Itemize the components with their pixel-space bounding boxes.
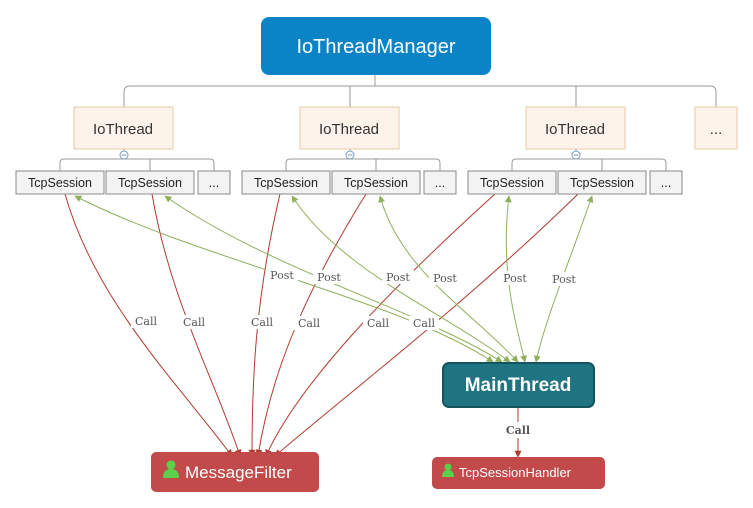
more-sessions-label: ... xyxy=(661,176,671,190)
io-thread-node[interactable]: IoThread xyxy=(299,106,400,150)
tcp-session-node[interactable]: TcpSession xyxy=(241,170,331,195)
session-group: TcpSession TcpSession ... xyxy=(241,170,457,195)
user-icon xyxy=(163,460,179,478)
tcp-session-label: TcpSession xyxy=(344,176,408,190)
root-node[interactable]: IoThreadManager xyxy=(261,17,491,75)
more-sessions-node[interactable]: ... xyxy=(197,170,231,195)
edge-label-call: Call xyxy=(183,316,205,329)
root-label: IoThreadManager xyxy=(297,36,456,58)
more-sessions-label: ... xyxy=(209,176,219,190)
edge-label-post: Post xyxy=(552,273,576,286)
tcp-session-label: TcpSession xyxy=(254,176,318,190)
io-thread-node[interactable]: IoThread xyxy=(73,106,174,150)
tcp-session-node[interactable]: TcpSession xyxy=(331,170,421,195)
edge-label-call: Call xyxy=(135,315,157,328)
tcp-session-label: TcpSession xyxy=(480,176,544,190)
session-group: TcpSession TcpSession ... xyxy=(467,170,683,195)
edge-label-post: Post xyxy=(503,272,527,285)
user-icon xyxy=(442,463,454,477)
edge-label-post: Post xyxy=(433,272,457,285)
io-thread-label: IoThread xyxy=(93,121,153,138)
more-sessions-node[interactable]: ... xyxy=(423,170,457,195)
more-threads-node[interactable]: ... xyxy=(694,106,738,150)
more-sessions-label: ... xyxy=(435,176,445,190)
edge-label-call: Call xyxy=(413,317,435,330)
tcp-session-label: TcpSession xyxy=(28,176,92,190)
collapse-toggles xyxy=(119,150,581,160)
edge-label-call: Call xyxy=(298,317,320,330)
session-handler-node[interactable]: TcpSessionHandler xyxy=(432,457,605,489)
edge-label-call: Call xyxy=(367,317,389,330)
tcp-session-node[interactable]: TcpSession xyxy=(557,170,647,195)
edge-label-post: Post xyxy=(386,271,410,284)
tcp-session-node[interactable]: TcpSession xyxy=(105,170,195,195)
edge-label-call: Call xyxy=(251,316,273,329)
more-threads-label: ... xyxy=(710,121,723,138)
message-filter-node[interactable]: MessageFilter xyxy=(151,452,319,492)
tree-connectors xyxy=(59,75,717,171)
message-filter-label: MessageFilter xyxy=(185,463,292,482)
edge-label-group: Post Post Post Post Post Post Call Call … xyxy=(131,268,580,438)
io-thread-label: IoThread xyxy=(319,121,379,138)
session-group: TcpSession TcpSession ... xyxy=(15,170,231,195)
tcp-session-node[interactable]: TcpSession xyxy=(15,170,105,195)
session-handler-label: TcpSessionHandler xyxy=(459,465,572,480)
main-thread-label: MainThread xyxy=(465,375,572,396)
tcp-session-label: TcpSession xyxy=(118,176,182,190)
edge-label-post: Post xyxy=(270,269,294,282)
io-thread-label: IoThread xyxy=(545,121,605,138)
main-thread-node[interactable]: MainThread xyxy=(442,362,595,408)
more-sessions-node[interactable]: ... xyxy=(649,170,683,195)
edge-label-post: Post xyxy=(317,271,341,284)
tcp-session-label: TcpSession xyxy=(570,176,634,190)
edge-label-call: Call xyxy=(506,424,530,437)
tcp-session-node[interactable]: TcpSession xyxy=(467,170,557,195)
io-thread-node[interactable]: IoThread xyxy=(525,106,626,150)
